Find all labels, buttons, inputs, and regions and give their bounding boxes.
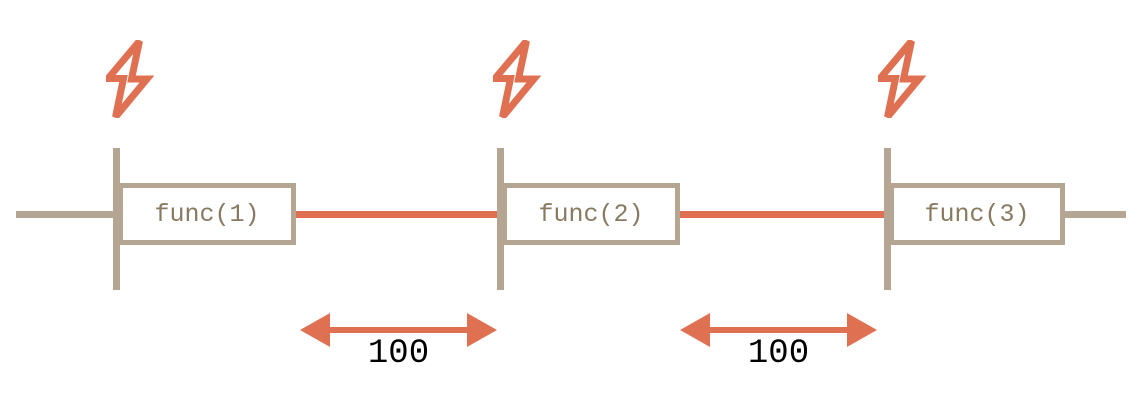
function-call-label: func(3) [924,199,1030,229]
timeline-segment-lead-in [16,211,118,218]
timeline-segment-gap-2-3 [680,211,889,218]
interval-arrow-1 [300,312,497,348]
timeline-segment-gap-1-2 [296,211,502,218]
event-tick-2 [497,148,504,290]
function-call-label: func(2) [538,199,644,229]
interval-label-2: 100 [747,335,810,373]
lightning-bolt-icon [100,38,155,120]
event-tick-1 [113,148,120,290]
lightning-bolt-icon [872,38,927,120]
function-call-box-2[interactable]: func(2) [502,183,680,245]
interval-arrow-2 [680,312,877,348]
function-call-box-3[interactable]: func(3) [889,183,1065,245]
interval-label-1: 100 [367,335,430,373]
lightning-bolt-icon [487,38,542,120]
function-call-box-1[interactable]: func(1) [118,183,296,245]
timeline-segment-lead-out [1065,211,1126,218]
function-call-label: func(1) [154,199,260,229]
event-tick-3 [884,148,891,290]
